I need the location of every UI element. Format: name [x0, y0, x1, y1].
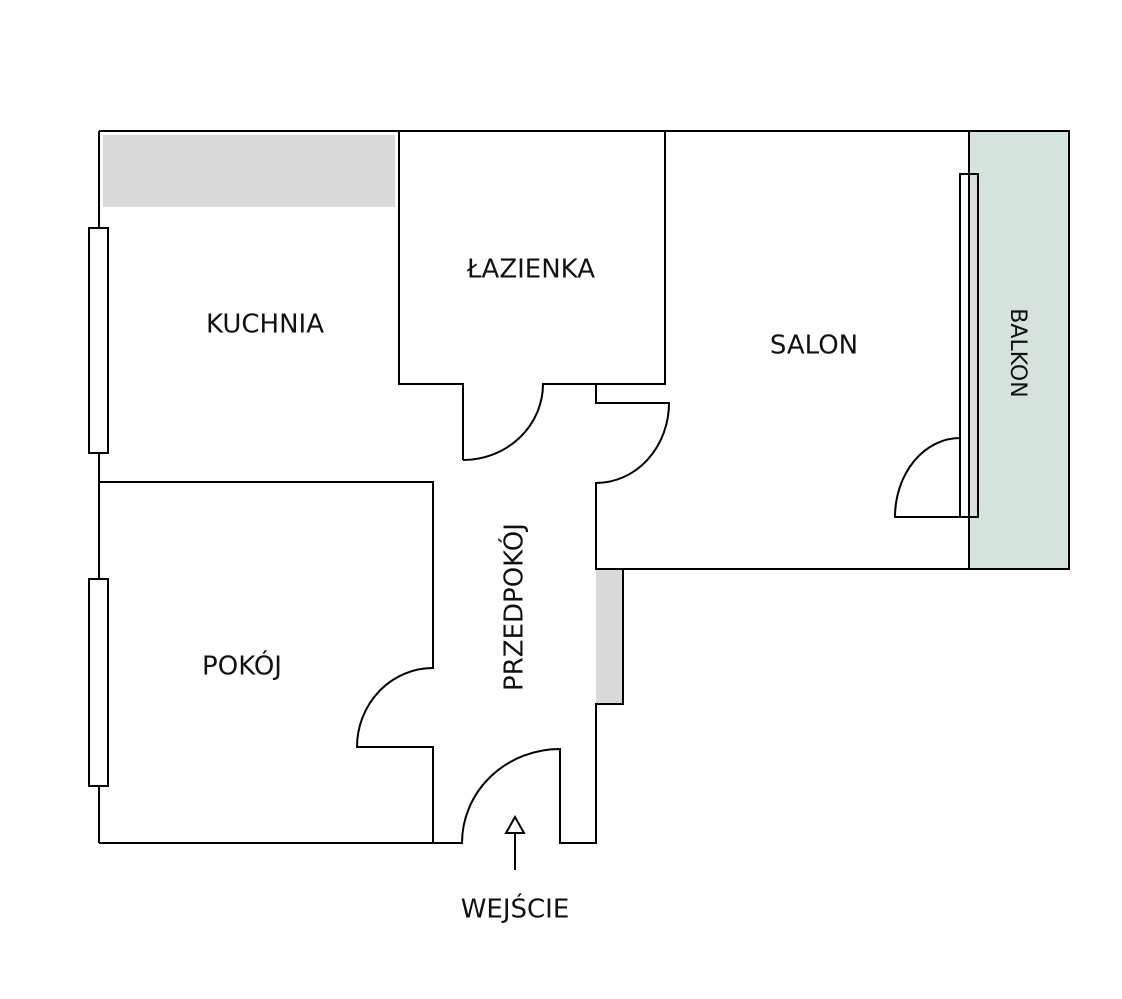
label-entrance: WEJŚCIE: [461, 893, 570, 925]
entrance-door: [433, 569, 624, 844]
salon-door-wall: [595, 384, 969, 570]
label-room: POKÓJ: [202, 650, 282, 682]
kitchen-bathroom-wall: [398, 131, 464, 460]
label-kitchen: KUCHNIA: [206, 310, 324, 340]
entrance-arrow-icon: [504, 814, 526, 870]
hallway-wardrobe: [596, 569, 623, 704]
balcony-door: [893, 437, 961, 518]
room-window: [88, 578, 109, 787]
kitchen-window: [88, 227, 109, 454]
label-bathroom: ŁAZIENKA: [466, 255, 595, 285]
label-balcony: BALKON: [1005, 308, 1030, 397]
kitchen-counter: [103, 135, 395, 207]
room-wall: [99, 481, 434, 844]
label-hallway: PRZEDPOKÓJ: [498, 523, 530, 691]
balcony-window: [959, 173, 979, 518]
label-living-room: SALON: [770, 331, 858, 361]
balcony-area: [968, 130, 1070, 570]
bathroom-door: [462, 131, 666, 461]
